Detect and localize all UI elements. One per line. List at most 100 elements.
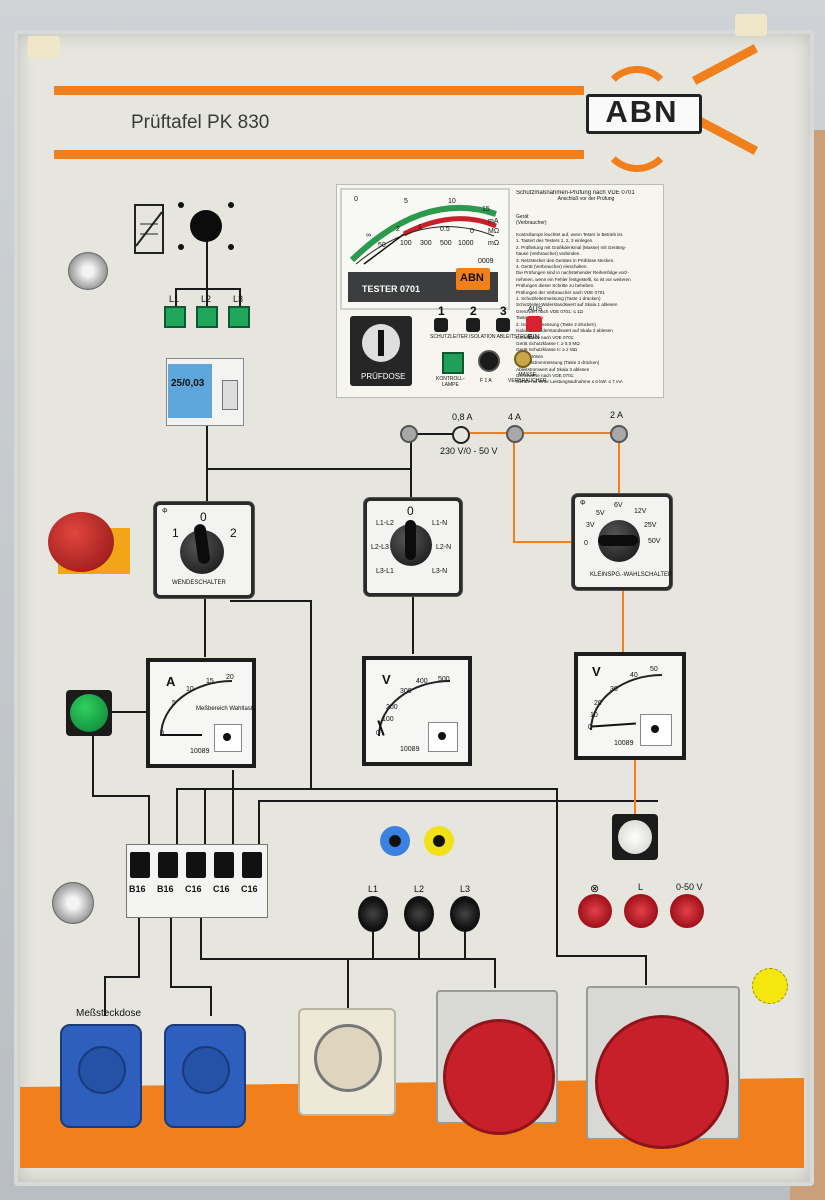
breaker-toggle[interactable]: [214, 852, 234, 878]
wire: [204, 595, 206, 657]
test-button-3[interactable]: [496, 318, 510, 332]
phase-jack-l2[interactable]: [404, 896, 434, 932]
lv-selector-position: 3V: [586, 522, 595, 529]
tester-scale-label: 0.5: [440, 226, 450, 233]
ammeter-scale-label: 20: [226, 674, 234, 681]
wire: [110, 711, 160, 713]
fuse-rating: 0,8 A: [452, 412, 473, 422]
tester-button-number: 1: [438, 304, 445, 318]
lv-selector-handle[interactable]: [598, 535, 638, 546]
transformer-label: 230 V/0 - 50 V: [440, 446, 498, 456]
tester-button-number: 3: [500, 304, 507, 318]
fuse-terminal: [506, 425, 524, 443]
green-start-button[interactable]: [70, 694, 108, 732]
wire: [556, 788, 558, 956]
breaker-toggle[interactable]: [186, 852, 206, 878]
wire: [92, 795, 148, 797]
breaker-rating: C16: [213, 884, 230, 894]
voltmeter-scale-label: 300: [400, 688, 412, 695]
test-button-1[interactable]: [434, 318, 448, 332]
control-lamp-label: KONTROLL- LAMPE: [436, 376, 465, 388]
fuse-rating: 4 A: [508, 412, 522, 422]
fuse-holder[interactable]: [478, 350, 500, 372]
wire: [170, 918, 172, 988]
phase-lamp-l2: [196, 306, 218, 328]
instructions-title: Schutzmaßnahmen-Prüfung nach VDE 0701: [516, 190, 635, 196]
lv-jack-0-50v[interactable]: [670, 894, 704, 928]
instruction-line: 2. Isolationsmessung (Taste 2 drücken): [516, 321, 596, 327]
blue-jack[interactable]: [380, 826, 410, 856]
voltmeter-zero-screw[interactable]: [438, 732, 446, 740]
voltmeter-scale-label: 100: [382, 716, 394, 723]
lv-selector-position: 12V: [634, 508, 647, 515]
ammeter-zero-screw[interactable]: [223, 733, 231, 741]
tester-button-number: 2: [470, 304, 477, 318]
orange-wire: [618, 440, 620, 495]
ground-terminal[interactable]: [514, 350, 532, 368]
wire: [175, 288, 241, 290]
orange-wire: [470, 432, 616, 434]
lv-jack-ground[interactable]: [578, 894, 612, 928]
lv-voltmeter-scale-label: 30: [610, 686, 618, 693]
socket-label: Meßsteckdose: [76, 1008, 142, 1019]
instructions-device-label: Gerät (Verbraucher): [516, 214, 547, 226]
phase-jack-l1[interactable]: [358, 896, 388, 932]
key-switch[interactable]: [52, 882, 94, 924]
tester-instructions: Schutzmaßnahmen-Prüfung nach VDE 0701 An…: [516, 190, 656, 386]
tester-scale-label: 500: [440, 240, 452, 247]
key-switch[interactable]: [68, 252, 108, 290]
panel-corner-cap: [28, 36, 60, 58]
test-button-2[interactable]: [466, 318, 480, 332]
header-stripe: [54, 86, 584, 95]
wire: [258, 800, 658, 802]
wire: [372, 930, 374, 960]
breaker-group: B16 B16 C16 C16 C16: [126, 844, 266, 916]
wire: [138, 918, 140, 978]
orange-wire: [513, 541, 575, 543]
orange-wire: [622, 585, 624, 653]
tester-code: 0009: [478, 258, 494, 265]
white-pushbutton[interactable]: [618, 820, 652, 854]
ammeter-note: Meßbereich Wahltaste: [196, 706, 256, 712]
voltmeter-unit: V: [382, 672, 391, 687]
emergency-stop-button[interactable]: [48, 512, 114, 572]
breaker-toggle[interactable]: [242, 852, 262, 878]
ammeter-scale-label: 5: [172, 700, 176, 707]
lv-jack-label: L: [638, 882, 644, 892]
yellow-jack[interactable]: [424, 826, 454, 856]
lv-voltmeter-scale-label: 0: [588, 724, 592, 731]
rcd-toggle[interactable]: [222, 380, 238, 410]
ground-terminal-label: MASSE VERBRAUCHER: [508, 372, 547, 384]
tester-on-label: EIN: [528, 334, 540, 341]
phase-selector-position: L2-L3: [371, 544, 389, 551]
lv-selector-symbol-icon: Φ: [580, 500, 586, 507]
transformer-symbol-icon: [452, 426, 470, 444]
wire: [556, 955, 646, 957]
wire: [418, 930, 420, 960]
instruction-line: häuse (Verbraucher) verbinden.: [516, 251, 581, 257]
screw: [228, 202, 234, 208]
breaker-toggle[interactable]: [158, 852, 178, 878]
cee-socket-1[interactable]: [446, 1022, 552, 1132]
breaker-toggle[interactable]: [130, 852, 150, 878]
phase-lamp-label: L2: [201, 294, 212, 304]
tester-scale-label: ∞: [366, 232, 371, 239]
lv-voltmeter-scale-label: 20: [594, 700, 602, 707]
power-button[interactable]: [526, 316, 542, 332]
fuse-rating: 2 A: [610, 410, 624, 420]
instruction-line: Gerät Schutzklasse I: ≥ 0,5 MΩ: [516, 340, 580, 346]
cee-socket-2[interactable]: [598, 1018, 726, 1146]
wire: [494, 958, 496, 988]
instruction-line: Die Prüfungen sind in nachstehender Reih…: [516, 270, 629, 276]
lv-jack-l[interactable]: [624, 894, 658, 928]
wire: [104, 976, 140, 978]
wire: [412, 433, 454, 435]
tester-meter-scale: [349, 204, 497, 265]
instruction-line: 2. Prüfleitung mit Grafikdenkmal (Masse)…: [516, 244, 627, 250]
lv-voltmeter-scale-label: 40: [630, 672, 638, 679]
phase-selector-handle[interactable]: [405, 520, 416, 560]
lv-voltmeter-zero-screw[interactable]: [651, 725, 659, 733]
tester-scale-label: 100: [400, 240, 412, 247]
phase-jack-l3[interactable]: [450, 896, 480, 932]
instruction-line: 1. Schutzleitermessung (Taste 1 drücken): [516, 296, 601, 302]
